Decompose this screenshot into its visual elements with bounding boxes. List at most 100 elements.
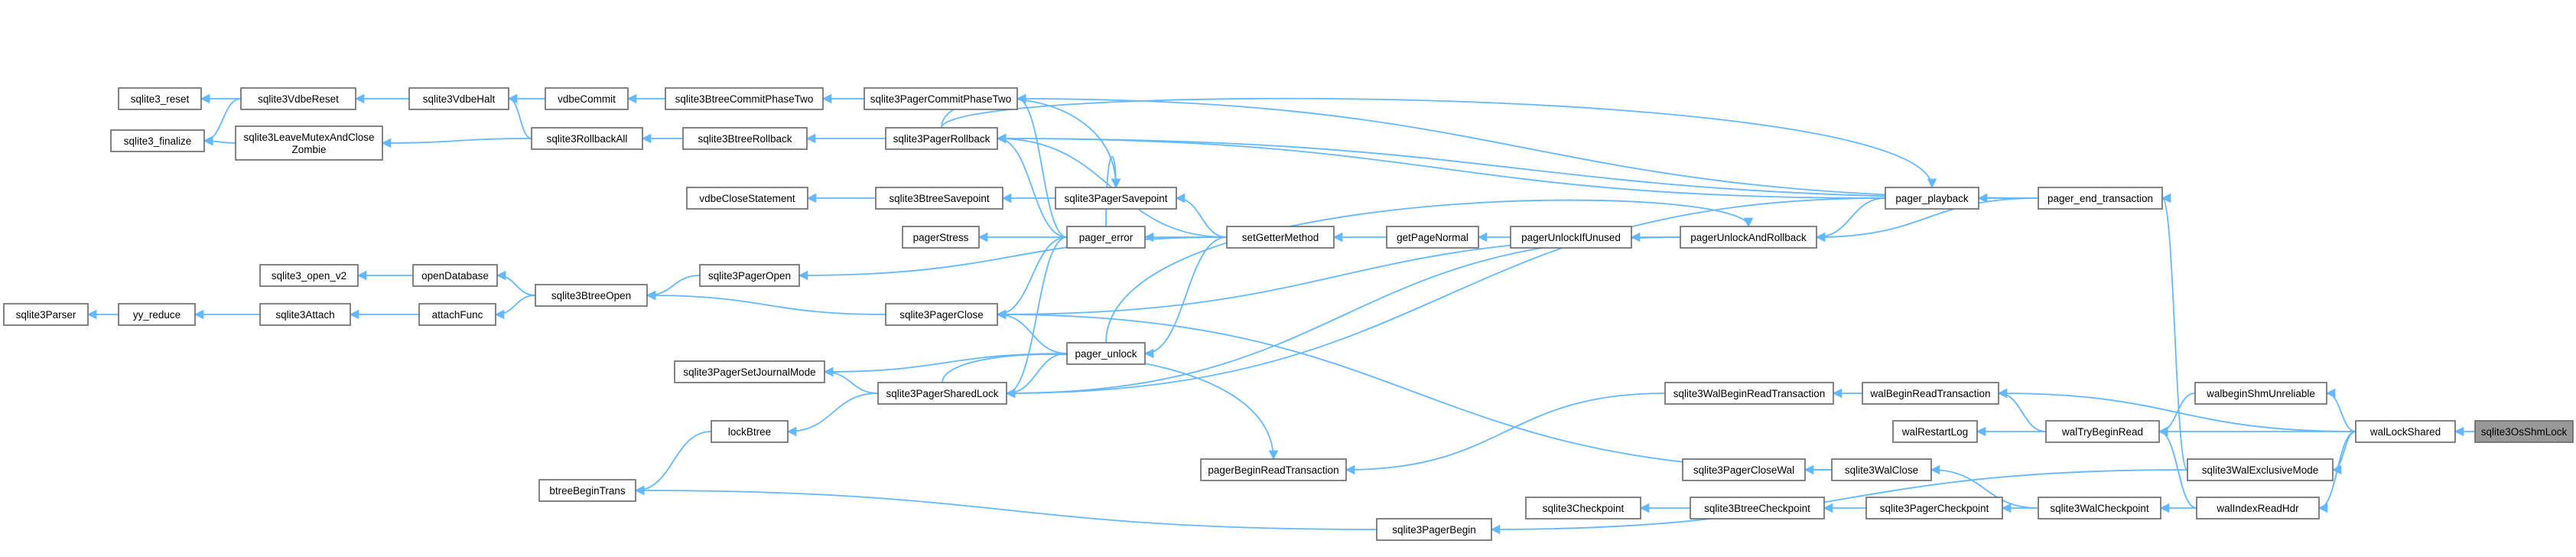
edge-sqlite3-pager-shared-lock-to-pager-error: [1005, 236, 1068, 399]
node-walbegin-shm-unreliable[interactable]: walbeginShmUnreliable: [2194, 382, 2327, 405]
edge-sqlite3-pager-close-to-pager-unlock: [996, 309, 1068, 354]
node-box: [259, 303, 351, 326]
node-sqlite3-pager-close[interactable]: sqlite3PagerClose: [885, 303, 998, 326]
node-sqlite3-wal-exclusive-mode[interactable]: sqlite3WalExclusiveMode: [2187, 458, 2334, 481]
node-sqlite3-pager-commit-phase-two[interactable]: sqlite3PagerCommitPhaseTwo: [864, 87, 1018, 110]
node-label: pager_end_transaction: [2047, 193, 2153, 204]
edge-pager-begin-read-transaction-to-sqlite3-wal-begin-read-transaction: [1345, 393, 1666, 475]
node-sqlite3-pager-open[interactable]: sqlite3PagerOpen: [699, 264, 800, 287]
node-pager-playback[interactable]: pager_playback: [1885, 187, 1979, 210]
node-sqlite3-checkpoint[interactable]: sqlite3Checkpoint: [1525, 497, 1641, 520]
node-pager-unlock-and-rollback[interactable]: pagerUnlockAndRollback: [1680, 226, 1817, 249]
edge-sqlite3-pager-savepoint-to-set-getter-method: [1175, 193, 1228, 238]
node-box: [1510, 226, 1632, 249]
node-wal-lock-shared[interactable]: walLockShared: [2355, 420, 2456, 443]
edge-pager-unlock-and-rollback-to-pager-end-transaction: [1815, 197, 2039, 243]
node-label: sqlite3OsShmLock: [2481, 426, 2568, 438]
node-attach-func[interactable]: attachFunc: [418, 303, 496, 326]
node-box: [259, 264, 359, 287]
node-pager-begin-read-transaction[interactable]: pagerBeginReadTransaction: [1200, 458, 1347, 481]
node-wal-try-begin-read[interactable]: walTryBeginRead: [2045, 420, 2160, 443]
node-wal-index-read-hdr[interactable]: walIndexReadHdr: [2196, 497, 2320, 520]
node-wal-begin-read-transaction[interactable]: walBeginReadTransaction: [1862, 382, 1999, 405]
edge-sqlite3-pager-commit-phase-two-to-pager-end-transaction: [1016, 93, 2039, 199]
node-sqlite3-wal-begin-read-transaction[interactable]: sqlite3WalBeginReadTransaction: [1664, 382, 1834, 405]
edge-sqlite3-pager-savepoint-to-sqlite3-pager-rollback: [941, 97, 1121, 189]
node-sqlite3-btree-open[interactable]: sqlite3BtreeOpen: [535, 284, 648, 307]
edge-sqlite3-pager-close-to-pager-unlock-and-rollback: [996, 236, 1681, 320]
node-box: [2196, 497, 2320, 520]
node-label: sqlite3BtreeOpen: [551, 290, 631, 301]
node-sqlite3-wal-close[interactable]: sqlite3WalClose: [1831, 458, 1932, 481]
node-box: [674, 360, 825, 383]
node-sqlite3-pager-begin[interactable]: sqlite3PagerBegin: [1376, 518, 1492, 541]
node-box: [1664, 382, 1834, 405]
edges-layer: [86, 93, 2476, 535]
node-sqlite3-btree-savepoint[interactable]: sqlite3BtreeSavepoint: [875, 187, 1003, 210]
node-open-database[interactable]: openDatabase: [412, 264, 498, 287]
node-sqlite3-pager-set-journal-mode[interactable]: sqlite3PagerSetJournalMode: [674, 360, 825, 383]
node-label: walTryBeginRead: [2061, 426, 2143, 438]
node-pager-error[interactable]: pager_error: [1066, 226, 1146, 249]
node-sqlite3-attach[interactable]: sqlite3Attach: [259, 303, 351, 326]
node-pager-unlock-if-unused[interactable]: pagerUnlockIfUnused: [1510, 226, 1632, 249]
node-sqlite3-parser[interactable]: sqlite3Parser: [3, 303, 89, 326]
node-box: [2038, 187, 2163, 210]
node-box: [902, 226, 980, 249]
node-wal-restart-log[interactable]: walRestartLog: [1892, 420, 1978, 443]
edge-sqlite3-vdbe-halt-to-sqlite3-rollback-all: [507, 93, 532, 139]
node-label: sqlite3WalCheckpoint: [2050, 503, 2149, 514]
node-btree-begin-trans[interactable]: btreeBeginTrans: [538, 479, 636, 502]
node-vdbe-commit[interactable]: vdbeCommit: [545, 87, 629, 110]
edge-sqlite3-btree-open-to-sqlite3-pager-open: [646, 275, 701, 301]
node-box: [885, 303, 998, 326]
node-sqlite3-btree-checkpoint[interactable]: sqlite3BtreeCheckpoint: [1690, 497, 1825, 520]
node-sqlite3-pager-savepoint[interactable]: sqlite3PagerSavepoint: [1055, 187, 1177, 210]
node-pager-end-transaction[interactable]: pager_end_transaction: [2038, 187, 2163, 210]
node-sqlite3-btree-rollback[interactable]: sqlite3BtreeRollback: [682, 127, 808, 150]
node-label: walRestartLog: [1901, 426, 1968, 438]
node-sqlite3-vdbe-halt[interactable]: sqlite3VdbeHalt: [408, 87, 509, 110]
node-sqlite3-pager-shared-lock[interactable]: sqlite3PagerSharedLock: [877, 382, 1007, 405]
node-sqlite3-reset[interactable]: sqlite3_reset: [118, 87, 202, 110]
node-label: sqlite3RollbackAll: [547, 133, 628, 145]
node-label: pagerUnlockAndRollback: [1690, 232, 1807, 243]
node-sqlite3-pager-checkpoint[interactable]: sqlite3PagerCheckpoint: [1865, 497, 2003, 520]
node-sqlite3-btree-commit-phase-two[interactable]: sqlite3BtreeCommitPhaseTwo: [665, 87, 824, 110]
edge-sqlite3-pager-shared-lock-to-pager-unlock: [1005, 353, 1068, 399]
edge-attach-func-to-sqlite3-btree-open: [494, 295, 536, 320]
node-label: pagerUnlockIfUnused: [1521, 232, 1621, 243]
node-sqlite3-pager-close-wal[interactable]: sqlite3PagerCloseWal: [1682, 458, 1806, 481]
node-sqlite3-pager-rollback[interactable]: sqlite3PagerRollback: [885, 127, 998, 150]
node-pager-unlock[interactable]: pager_unlock: [1066, 342, 1146, 365]
node-sqlite3-open-v2[interactable]: sqlite3_open_v2: [259, 264, 359, 287]
node-pager-stress[interactable]: pagerStress: [902, 226, 980, 249]
node-yy-reduce[interactable]: yy_reduce: [118, 303, 196, 326]
node-label: sqlite3PagerOpen: [708, 270, 791, 282]
node-lock-btree[interactable]: lockBtree: [711, 420, 789, 443]
node-sqlite3-finalize[interactable]: sqlite3_finalize: [110, 129, 205, 152]
edge-sqlite3-pager-shared-lock-to-pager-unlock-and-rollback: [1005, 236, 1681, 399]
node-box: [2474, 420, 2574, 443]
node-box: [1865, 497, 2003, 520]
edge-pager-playback-to-sqlite3-pager-rollback: [941, 97, 1937, 189]
node-label: sqlite3PagerRollback: [893, 133, 990, 145]
node-box: [699, 264, 800, 287]
node-sqlite3-os-shm-lock[interactable]: sqlite3OsShmLock: [2474, 420, 2574, 443]
node-label: walLockShared: [2369, 426, 2441, 438]
node-vdbe-close-statement[interactable]: vdbeCloseStatement: [686, 187, 808, 210]
node-box: [686, 187, 808, 210]
edge-sqlite3-pager-rollback-to-pager-playback: [996, 133, 1886, 199]
node-label: sqlite3_finalize: [124, 135, 192, 147]
node-set-getter-method[interactable]: setGetterMethod: [1226, 226, 1335, 249]
node-sqlite3-wal-checkpoint[interactable]: sqlite3WalCheckpoint: [2038, 497, 2161, 520]
edge-sqlite3-pager-open-to-set-getter-method: [798, 236, 1228, 281]
node-get-page-normal[interactable]: getPageNormal: [1386, 226, 1479, 249]
node-label: Zombie: [291, 144, 326, 155]
node-sqlite3-rollback-all[interactable]: sqlite3RollbackAll: [531, 127, 643, 150]
node-label: sqlite3PagerSharedLock: [886, 388, 998, 399]
node-box: [1885, 187, 1979, 210]
node-sqlite3-vdbe-reset[interactable]: sqlite3VdbeReset: [240, 87, 356, 110]
